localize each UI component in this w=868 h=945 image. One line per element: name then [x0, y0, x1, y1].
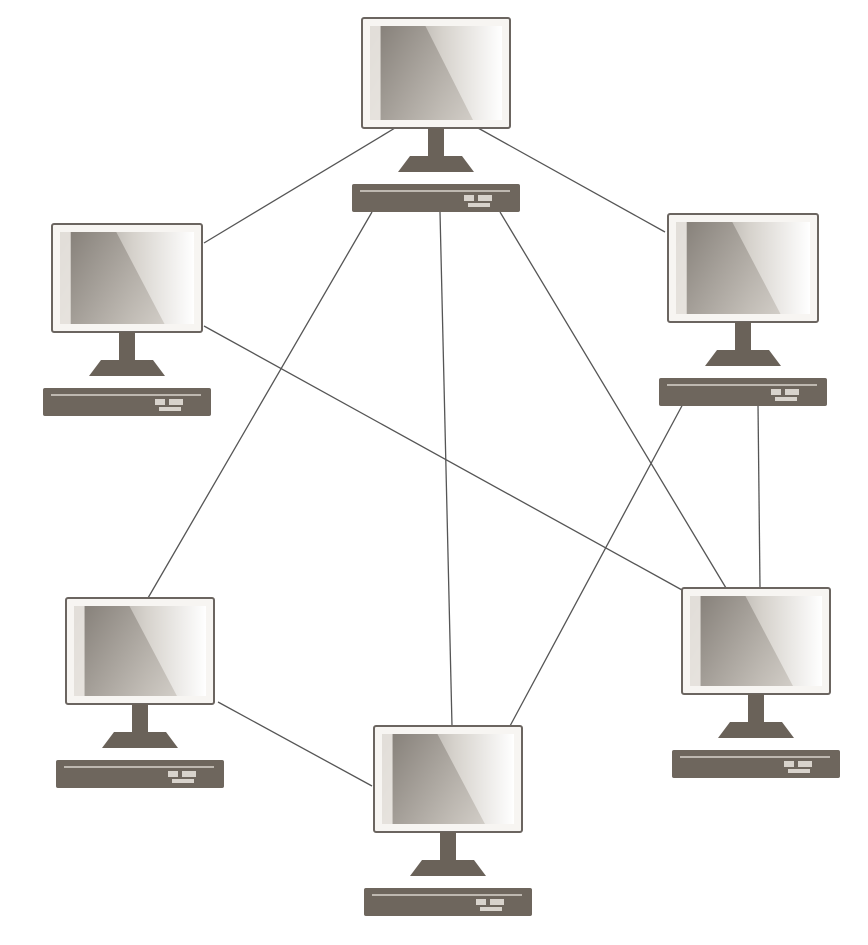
- keyboard-key: [159, 407, 181, 411]
- link-pc-top-to-pc-lower-right: [499, 211, 727, 589]
- keyboard-key: [169, 399, 183, 405]
- pc-lower-left-desktop-computer-icon: [56, 597, 224, 788]
- keyboard-body: [43, 388, 211, 416]
- keyboard-key: [464, 195, 474, 201]
- link-pc-upper-right-to-pc-lower-right: [757, 403, 761, 589]
- keyboard-body: [56, 760, 224, 788]
- keyboard-key: [476, 899, 486, 905]
- link-pc-top-to-pc-lower-left: [147, 211, 373, 599]
- keyboard-key: [478, 195, 492, 201]
- link-pc-top-to-pc-upper-left: [203, 127, 396, 244]
- link-pc-top-to-pc-bottom: [439, 211, 453, 727]
- link-pc-top-to-pc-upper-right: [477, 127, 666, 233]
- screen-edge-highlight: [60, 232, 71, 324]
- keyboard-body: [364, 888, 532, 916]
- screen-edge-highlight: [74, 606, 85, 696]
- screen-reflection: [370, 26, 473, 120]
- screen-reflection: [60, 232, 165, 324]
- screen-reflection: [676, 222, 781, 314]
- keyboard: [56, 760, 224, 788]
- keyboard-key: [168, 771, 178, 777]
- monitor-stand-base: [410, 860, 486, 876]
- pc-upper-right-desktop-computer-icon: [659, 213, 827, 406]
- monitor-stand-neck: [428, 128, 444, 158]
- screen-edge-highlight: [382, 734, 393, 824]
- monitor-stand-base: [102, 732, 178, 748]
- screen-edge-highlight: [676, 222, 687, 314]
- keyboard-body: [672, 750, 840, 778]
- link-pc-upper-right-to-pc-bottom: [509, 401, 685, 727]
- keyboard: [659, 378, 827, 406]
- keyboard: [672, 750, 840, 778]
- nodes-layer: [43, 17, 840, 916]
- monitor-stand-base: [718, 722, 794, 738]
- keyboard-key: [468, 203, 490, 207]
- link-pc-upper-left-to-pc-lower-right: [203, 325, 683, 591]
- monitor-stand-base: [89, 360, 165, 376]
- pc-upper-left-desktop-computer-icon: [43, 223, 211, 416]
- link-pc-lower-left-to-pc-bottom: [217, 701, 373, 787]
- pc-top-desktop-computer-icon: [352, 17, 520, 212]
- keyboard-key: [172, 779, 194, 783]
- monitor-stand-neck: [748, 694, 764, 724]
- keyboard: [364, 888, 532, 916]
- keyboard-key: [798, 761, 812, 767]
- monitor-stand-neck: [735, 322, 751, 352]
- screen-reflection: [382, 734, 485, 824]
- keyboard-key: [784, 761, 794, 767]
- keyboard-key: [788, 769, 810, 773]
- pc-lower-right-desktop-computer-icon: [672, 587, 840, 778]
- monitor-stand-base: [398, 156, 474, 172]
- keyboard-body: [659, 378, 827, 406]
- keyboard: [352, 184, 520, 212]
- keyboard-key: [785, 389, 799, 395]
- keyboard-key: [480, 907, 502, 911]
- keyboard-key: [775, 397, 797, 401]
- keyboard-key: [182, 771, 196, 777]
- keyboard: [43, 388, 211, 416]
- monitor-stand-base: [705, 350, 781, 366]
- monitor-stand-neck: [440, 832, 456, 862]
- screen-edge-highlight: [370, 26, 381, 120]
- monitor-stand-neck: [132, 704, 148, 734]
- keyboard-key: [155, 399, 165, 405]
- screen-edge-highlight: [690, 596, 701, 686]
- screen-reflection: [74, 606, 177, 696]
- pc-bottom-desktop-computer-icon: [364, 725, 532, 916]
- monitor-stand-neck: [119, 332, 135, 362]
- screen-reflection: [690, 596, 793, 686]
- keyboard-key: [771, 389, 781, 395]
- links-layer: [147, 127, 761, 787]
- keyboard-key: [490, 899, 504, 905]
- keyboard-body: [352, 184, 520, 212]
